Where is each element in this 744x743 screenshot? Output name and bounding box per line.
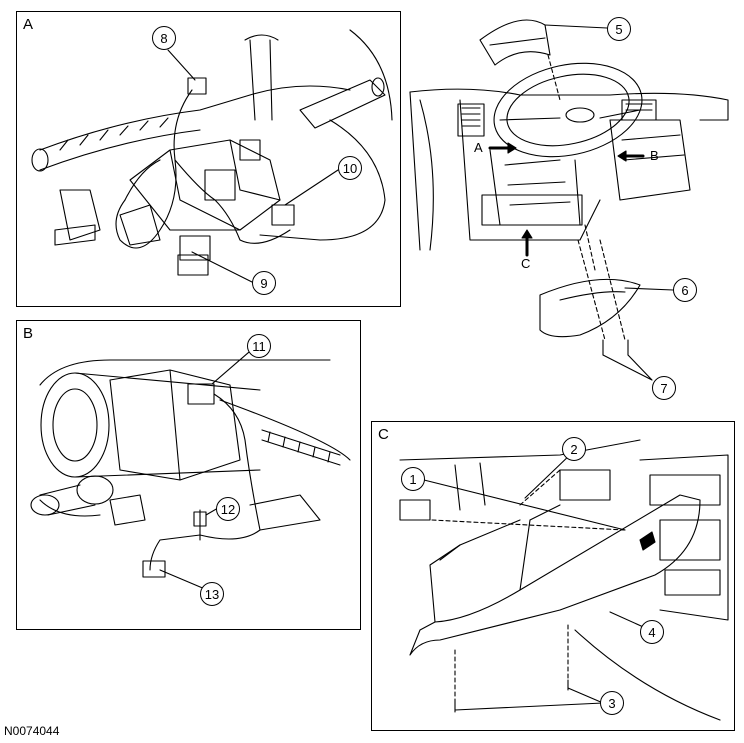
- callout-10: 10: [338, 156, 362, 180]
- overview-drawing: [409, 19, 729, 356]
- callout-13: 13: [200, 582, 224, 606]
- panel-a-letter: A: [23, 16, 34, 33]
- callout-8: 8: [152, 26, 176, 50]
- callout-4: 4: [640, 620, 664, 644]
- callout-7: 7: [652, 376, 676, 400]
- callout-5: 5: [607, 17, 631, 41]
- callout-3: 3: [600, 691, 624, 715]
- panel-c: C: [371, 421, 735, 731]
- callout-12: 12: [216, 497, 240, 521]
- figure-id: N0074044: [4, 724, 60, 738]
- callout-2: 2: [562, 437, 586, 461]
- view-label-a: A: [474, 140, 483, 155]
- panel-b-letter: B: [23, 325, 34, 342]
- view-label-c: C: [521, 256, 531, 271]
- callout-11: 11: [247, 334, 271, 358]
- callout-1: 1: [401, 467, 425, 491]
- panel-b: B: [16, 320, 361, 630]
- callout-9: 9: [252, 271, 276, 295]
- panel-c-letter: C: [378, 426, 389, 443]
- callout-6: 6: [673, 278, 697, 302]
- view-label-b: B: [650, 148, 659, 163]
